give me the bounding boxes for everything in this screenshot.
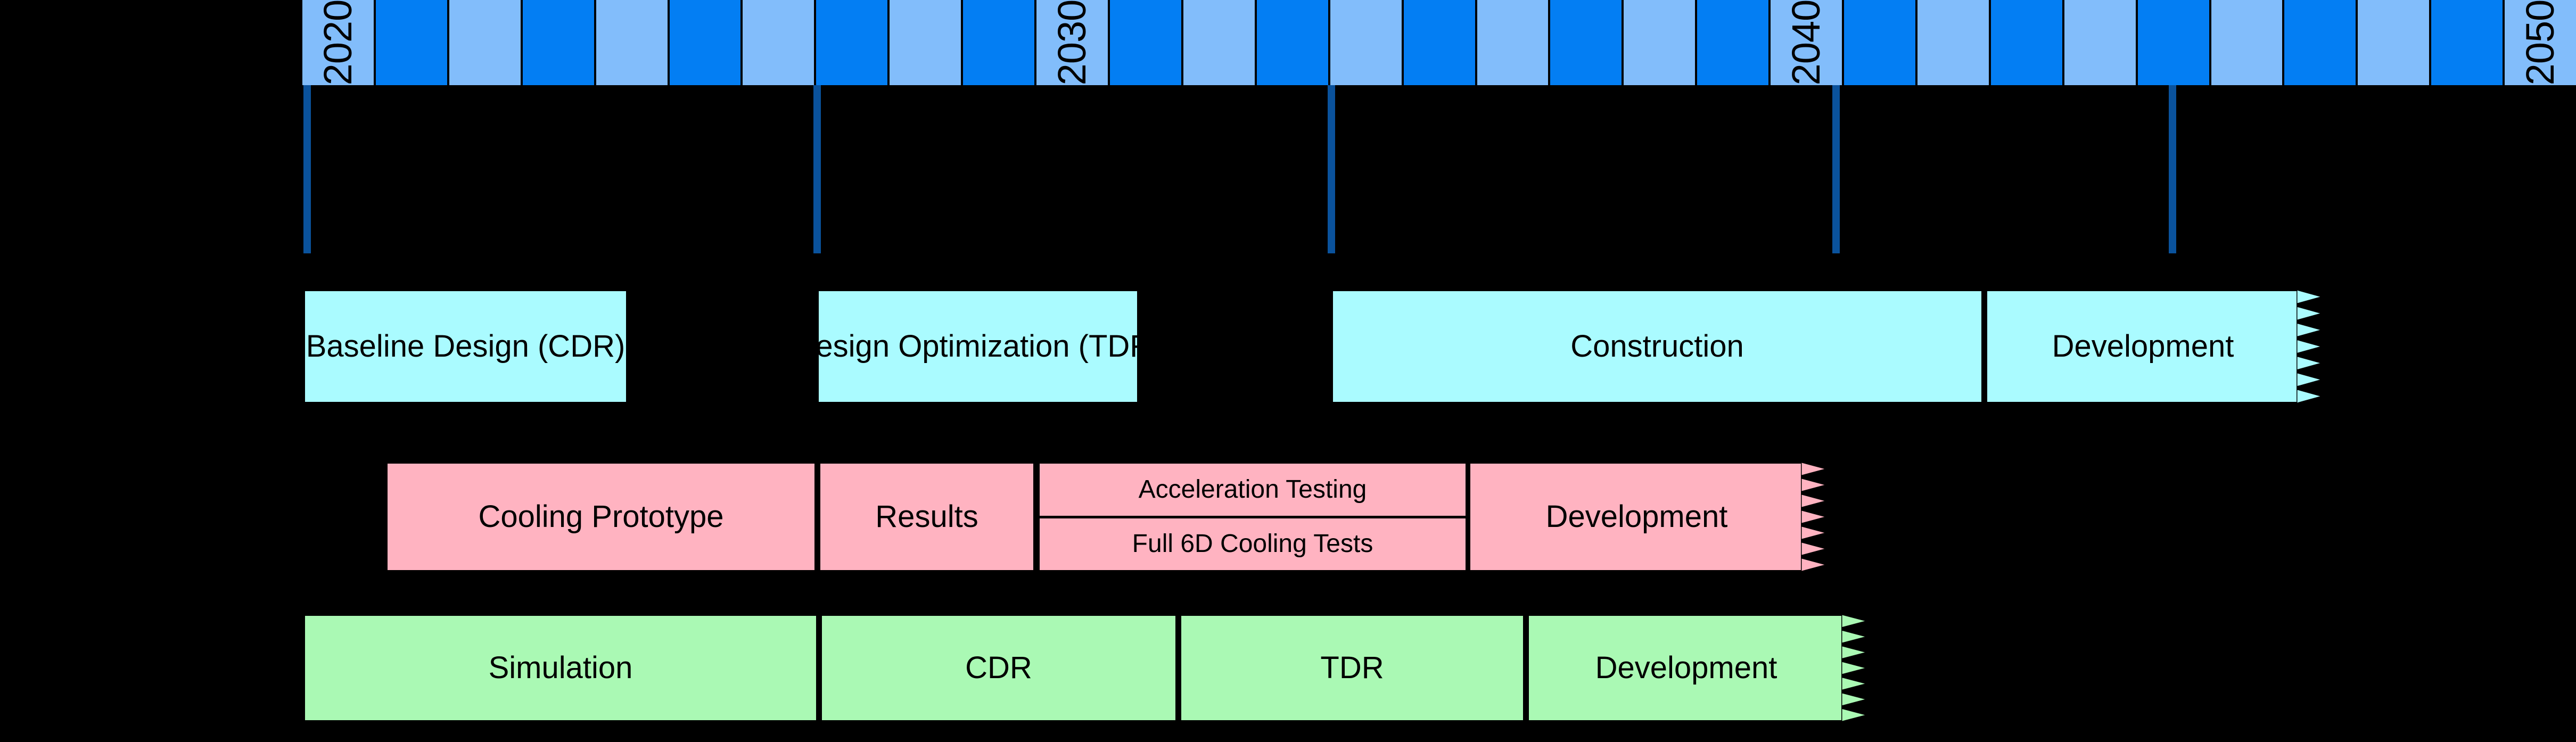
year-cell-2034	[1330, 0, 1404, 85]
milestone-tick-2	[813, 85, 821, 253]
year-cell-2027	[816, 0, 890, 85]
task-bar-label: Results	[875, 499, 978, 534]
task-bar-construction[interactable]: Construction	[1330, 288, 1984, 405]
task-bar-label: Development	[1595, 650, 1777, 685]
task-bar-label: Cooling Prototype	[478, 499, 724, 534]
task-bar-development[interactable]: Development	[1468, 461, 1831, 573]
year-cell-2020: 2020	[302, 0, 376, 85]
year-cell-2044	[2064, 0, 2138, 85]
year-axis: 2020 2030 2040 2050	[302, 0, 2576, 85]
task-bar-development[interactable]: Development	[1985, 288, 2326, 405]
task-bar-design-optimization-tdr[interactable]: Design Optimization (TDR)	[794, 288, 1162, 405]
task-bar-label: CDR	[965, 650, 1032, 685]
task-bar-label: Acceleration Testing	[1138, 475, 1367, 504]
year-cell-2040: 2040	[1771, 0, 1845, 85]
year-cell-2036	[1477, 0, 1551, 85]
year-cell-2038	[1624, 0, 1698, 85]
year-cell-2049	[2431, 0, 2505, 85]
milestone-tick-3	[1328, 85, 1335, 253]
year-cell-2039	[1697, 0, 1771, 85]
year-cell-2050: 2050	[2505, 0, 2576, 85]
task-bar-acceleration-testing[interactable]: Acceleration Testing	[1040, 464, 1466, 518]
year-cell-2037	[1550, 0, 1624, 85]
task-bar-label: Simulation	[488, 650, 633, 685]
task-bar-simulation[interactable]: Simulation	[302, 613, 819, 723]
open-ended-zigzag-icon	[2297, 288, 2326, 405]
task-bar-label: Full 6D Cooling Tests	[1132, 530, 1373, 558]
year-cell-2025	[669, 0, 743, 85]
task-bar-label: Development	[1545, 499, 1728, 534]
year-cell-2035	[1403, 0, 1477, 85]
task-bar-label: Baseline Design (CDR)	[306, 329, 626, 364]
year-cell-2021	[375, 0, 449, 85]
year-cell-2023	[522, 0, 596, 85]
year-label-2040: 2040	[1784, 0, 1829, 85]
year-cell-2030: 2030	[1036, 0, 1110, 85]
year-cell-2041	[1844, 0, 1917, 85]
task-bar-results[interactable]: Results	[818, 461, 1036, 573]
milestone-tick-layer	[0, 85, 2576, 253]
year-cell-2024	[596, 0, 670, 85]
open-ended-zigzag-icon	[1841, 613, 1871, 723]
year-label-2020: 2020	[315, 0, 360, 85]
task-bar-cooling-prototype[interactable]: Cooling Prototype	[385, 461, 817, 573]
year-cell-2026	[743, 0, 817, 85]
demonstrator-row: Cooling Prototype Results Development Accel…	[0, 461, 2576, 573]
year-label-2050: 2050	[2518, 0, 2563, 85]
design-row: Simulation CDR TDR Development	[0, 613, 2576, 723]
year-cell-2046	[2211, 0, 2285, 85]
task-bar-label: Design Optimization (TDR)	[793, 329, 1163, 364]
year-cell-2048	[2358, 0, 2432, 85]
task-bar-development[interactable]: Development	[1526, 613, 1871, 723]
task-bar-label: Development	[2052, 329, 2234, 364]
year-cell-2022	[449, 0, 523, 85]
task-bar-label: TDR	[1320, 650, 1384, 685]
task-bar-cdr[interactable]: CDR	[819, 613, 1178, 723]
year-cell-2047	[2284, 0, 2358, 85]
year-label-2030: 2030	[1050, 0, 1094, 85]
task-bar-full-6d-cooling-tests[interactable]: Full 6D Cooling Tests	[1040, 518, 1466, 571]
task-bar-tdr[interactable]: TDR	[1179, 613, 1526, 723]
milestone-tick-5	[2169, 85, 2176, 253]
task-bar-label: Construction	[1570, 329, 1744, 364]
open-ended-zigzag-icon	[1801, 461, 1831, 573]
milestone-tick-4	[1832, 85, 1840, 253]
year-cell-2031	[1109, 0, 1183, 85]
year-cell-2032	[1183, 0, 1257, 85]
year-cell-2033	[1256, 0, 1330, 85]
year-cell-2029	[963, 0, 1037, 85]
year-cell-2042	[1917, 0, 1991, 85]
accelerator-row: Baseline Design (CDR) Design Optimization…	[0, 288, 2576, 405]
year-cell-2043	[1990, 0, 2064, 85]
year-cell-2045	[2137, 0, 2211, 85]
year-cell-2028	[890, 0, 964, 85]
milestone-tick-1	[303, 85, 311, 253]
task-bar-baseline-design-cdr[interactable]: Baseline Design (CDR)	[302, 288, 629, 405]
